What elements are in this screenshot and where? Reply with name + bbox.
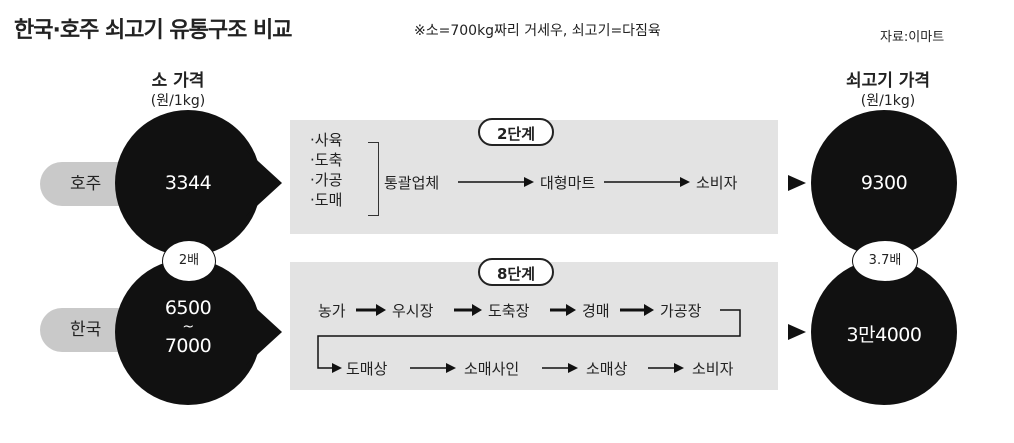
australia-cow-price: 3344 [164,172,212,194]
korea-node-auction: 경매 [582,302,610,320]
korea-cow-price-sep: ~ [182,319,194,335]
australia-cow-circle [115,110,261,256]
australia-stage-badge: 2단계 [478,118,554,146]
sub-item: ·도축 [310,151,343,169]
diagram-title: 한국·호주 쇠고기 유통구조 비교 [14,18,292,43]
korea-pointer [246,299,282,365]
sub-item: ·도매 [310,191,343,209]
korea-cow-price-low: 6500 [164,297,212,319]
korea-stage-badge: 8단계 [478,258,554,286]
australia-node-consumer: 소비자 [696,174,738,192]
cow-ratio-bubble: 2배 [162,240,216,282]
korea-cow-price-high: 7000 [164,335,212,357]
australia-sub-items: ·사육 ·도축 ·가공 ·도매 [310,130,342,210]
australia-node-integrator: 통괄업체 [384,174,440,192]
korea-node-consumer: 소비자 [692,360,734,378]
australia-node-mart: 대형마트 [540,174,596,192]
korea-cow-circle [115,259,261,405]
australia-beef-circle [811,110,957,256]
korea-node-processor: 가공장 [660,302,702,320]
australia-beef-price: 9300 [860,172,908,194]
korea-node-retailer: 소매상 [586,360,628,378]
arrow-to-korea-beef [788,324,806,340]
sub-items-bracket [368,142,379,216]
korea-node-cattle-market: 우시장 [392,302,434,320]
source-label: 자료:이마트 [880,30,945,45]
beef-ratio-bubble: 3.7배 [852,240,918,282]
country-name: 호주 [70,174,102,194]
korea-beef-price: 3만4000 [846,324,922,346]
korea-cow-price: 6500 ~ 7000 [130,296,246,358]
korea-node-wholesaler: 도매상 [346,360,388,378]
korea-node-farm: 농가 [318,302,346,320]
cow-price-unit: (원/1kg) [150,93,206,109]
korea-beef-circle [811,259,957,405]
sub-item: ·가공 [310,171,343,189]
country-name: 한국 [70,320,102,340]
australia-pointer [246,150,282,216]
beef-price-unit: (원/1kg) [860,93,916,109]
beef-price-heading: 쇠고기 가격 [845,71,931,91]
cow-price-heading: 소 가격 [151,71,205,91]
korea-node-retail-buyer: 소매사인 [464,360,520,378]
korea-node-slaughterhouse: 도축장 [488,302,530,320]
diagram-note: ※소=700kg짜리 거세우, 쇠고기=다짐육 [414,23,661,39]
arrow-to-australia-beef [788,175,806,191]
sub-item: ·사육 [310,131,343,149]
